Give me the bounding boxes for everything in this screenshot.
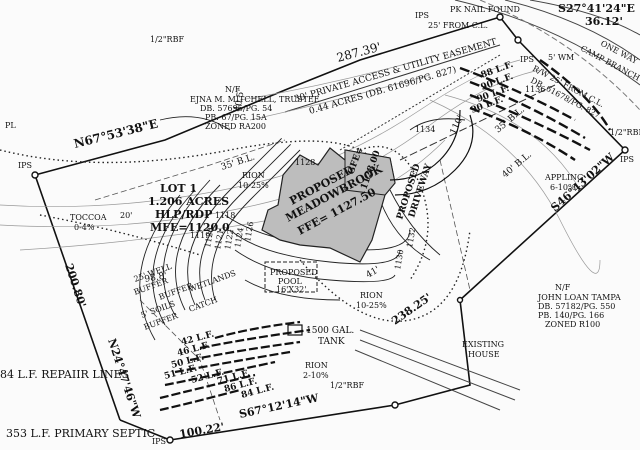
nw-owner: EJNA M. MITCHELL, TRUSTEE bbox=[190, 95, 320, 104]
ips-ne: IPS bbox=[620, 155, 634, 164]
c1134: 1134 bbox=[415, 125, 435, 134]
wm-label: 5' WM bbox=[548, 53, 574, 62]
c1136: 1136 bbox=[525, 85, 545, 94]
existing-line1: EXISTING bbox=[462, 340, 504, 349]
septic-lines bbox=[159, 320, 311, 412]
repair-lines-label: 84 L.F. REPAIIR LINES bbox=[0, 368, 129, 381]
se-pb: PB. 140/PG. 166 bbox=[538, 311, 604, 320]
rbf-right-label: 1/2"RBF bbox=[610, 128, 640, 137]
pl-label: PL bbox=[5, 121, 16, 130]
primary-septic-label: 353 L.F. PRIMARY SEPTIC bbox=[6, 427, 155, 440]
c1121: 1121 bbox=[213, 229, 225, 251]
existing-house-labels: EXISTING HOUSE bbox=[462, 340, 504, 359]
neighbor-se-block: N/F JOHN LOAN TAMPA DB. 57182/PG. 550 PB… bbox=[537, 283, 621, 329]
rion1-slope: 10-25% bbox=[238, 181, 269, 190]
rion2-slope: 10-25% bbox=[356, 301, 387, 310]
nw-nf: N/F bbox=[225, 85, 241, 94]
c1122: 1122 bbox=[223, 229, 235, 251]
se-nf: N/F bbox=[555, 283, 571, 292]
se-zoned: ZONED R100 bbox=[545, 320, 600, 329]
rion3: RION bbox=[305, 361, 328, 370]
soil-boundaries bbox=[0, 140, 471, 322]
proposed-house bbox=[261, 147, 396, 263]
rbf-top: 1/2"RBF bbox=[150, 35, 184, 44]
c20: 20' bbox=[120, 211, 132, 220]
pool-line2: POOL bbox=[278, 277, 303, 286]
pk-nail-label: PK NAIL FOUND bbox=[450, 5, 520, 14]
proposed-pool bbox=[264, 261, 318, 293]
contour-labels: 1118 1119 1120 1121 1122 1124 1126 1128 … bbox=[120, 85, 545, 270]
appling-slope: 6-10% bbox=[550, 183, 576, 192]
c1119: 1119 bbox=[190, 231, 210, 240]
c1124: 1124 bbox=[233, 227, 245, 249]
tank-line1: 1500 GAL. bbox=[306, 326, 354, 336]
bearing-top-label: S27°41'24"E bbox=[558, 2, 635, 15]
ips-west: IPS bbox=[18, 161, 32, 170]
west-distance: 200.80' bbox=[62, 262, 88, 309]
nw-pb: PB. 67/PG. 15A bbox=[205, 113, 267, 122]
ips-top-label: IPS bbox=[415, 11, 429, 20]
nw-zoned: ZONED RA200 bbox=[205, 122, 266, 131]
c1128: 1128 bbox=[295, 158, 315, 167]
d41: 41' bbox=[365, 265, 382, 281]
c1118: 1118 bbox=[215, 211, 235, 220]
se-db: DB. 57182/PG. 550 bbox=[538, 302, 615, 311]
pool-line1: PROPOSED bbox=[270, 268, 318, 277]
ips-right-label: IPS bbox=[520, 55, 534, 64]
d40-5: 40.5' bbox=[233, 89, 247, 113]
nw-db: DB. 57695/PG. 54 bbox=[200, 104, 272, 113]
pool-size: 16'X32' bbox=[276, 285, 306, 294]
toccoa: TOCCOA bbox=[70, 213, 107, 222]
bl40: 40' B.L. bbox=[501, 150, 534, 180]
south-distance: 100.22' bbox=[178, 420, 225, 441]
pool-labels: PROPOSED POOL 16'X32' bbox=[270, 268, 318, 294]
proposed-driveway bbox=[389, 109, 474, 196]
ips-south: IPS bbox=[152, 437, 166, 446]
neighbor-nw-block: N/F EJNA M. MITCHELL, TRUSTEE DB. 57695/… bbox=[190, 85, 320, 131]
mid-distance: 238.25' bbox=[389, 291, 434, 328]
rion1: RION bbox=[242, 171, 265, 180]
d110: 110' bbox=[449, 114, 466, 136]
existing-line2: HOUSE bbox=[468, 350, 500, 359]
d98-8: 98.8' bbox=[144, 271, 168, 285]
c1120: 1120 bbox=[203, 227, 215, 249]
setback-lines bbox=[94, 139, 471, 421]
se-owner: JOHN LOAN TAMPA bbox=[537, 293, 621, 302]
rion3-slope: 2-10% bbox=[303, 371, 329, 380]
lot-name: LOT 1 bbox=[160, 182, 197, 195]
septic-tank bbox=[287, 324, 303, 336]
toccoa-slope: 0-4% bbox=[74, 223, 95, 232]
existing-house-outline bbox=[354, 329, 521, 411]
lot-labels: LOT 1 1.206 ACRES HLP/RDP MFE=1120.0 bbox=[148, 182, 230, 234]
iron-pin-markers bbox=[31, 13, 629, 444]
c1132: 1132 bbox=[405, 227, 417, 249]
rbf-bottom: 1/2"RBF bbox=[330, 381, 364, 390]
soil-labels: RION 10-25% RION 10-25% RION 2-10% TOCCO… bbox=[70, 171, 583, 380]
lot-acres: 1.206 ACRES bbox=[148, 195, 229, 208]
c1130: 1130 bbox=[393, 249, 405, 271]
rion2: RION bbox=[360, 291, 383, 300]
tank-line2: TANK bbox=[318, 337, 345, 347]
tank-labels: 1500 GAL. TANK bbox=[306, 326, 354, 347]
from-cl-label: 25' FROM C.L. bbox=[428, 21, 488, 30]
lot-mfe: MFE=1120.0 bbox=[150, 221, 230, 234]
grading-contours bbox=[139, 116, 466, 341]
c1126: 1126 bbox=[243, 221, 255, 243]
repair-lines bbox=[459, 59, 612, 161]
lot-hlp: HLP/RDP bbox=[155, 208, 212, 221]
distance-top-label: 36.12' bbox=[585, 15, 623, 28]
appling: APPLING bbox=[544, 173, 583, 182]
road-camp-branch bbox=[454, 0, 640, 111]
